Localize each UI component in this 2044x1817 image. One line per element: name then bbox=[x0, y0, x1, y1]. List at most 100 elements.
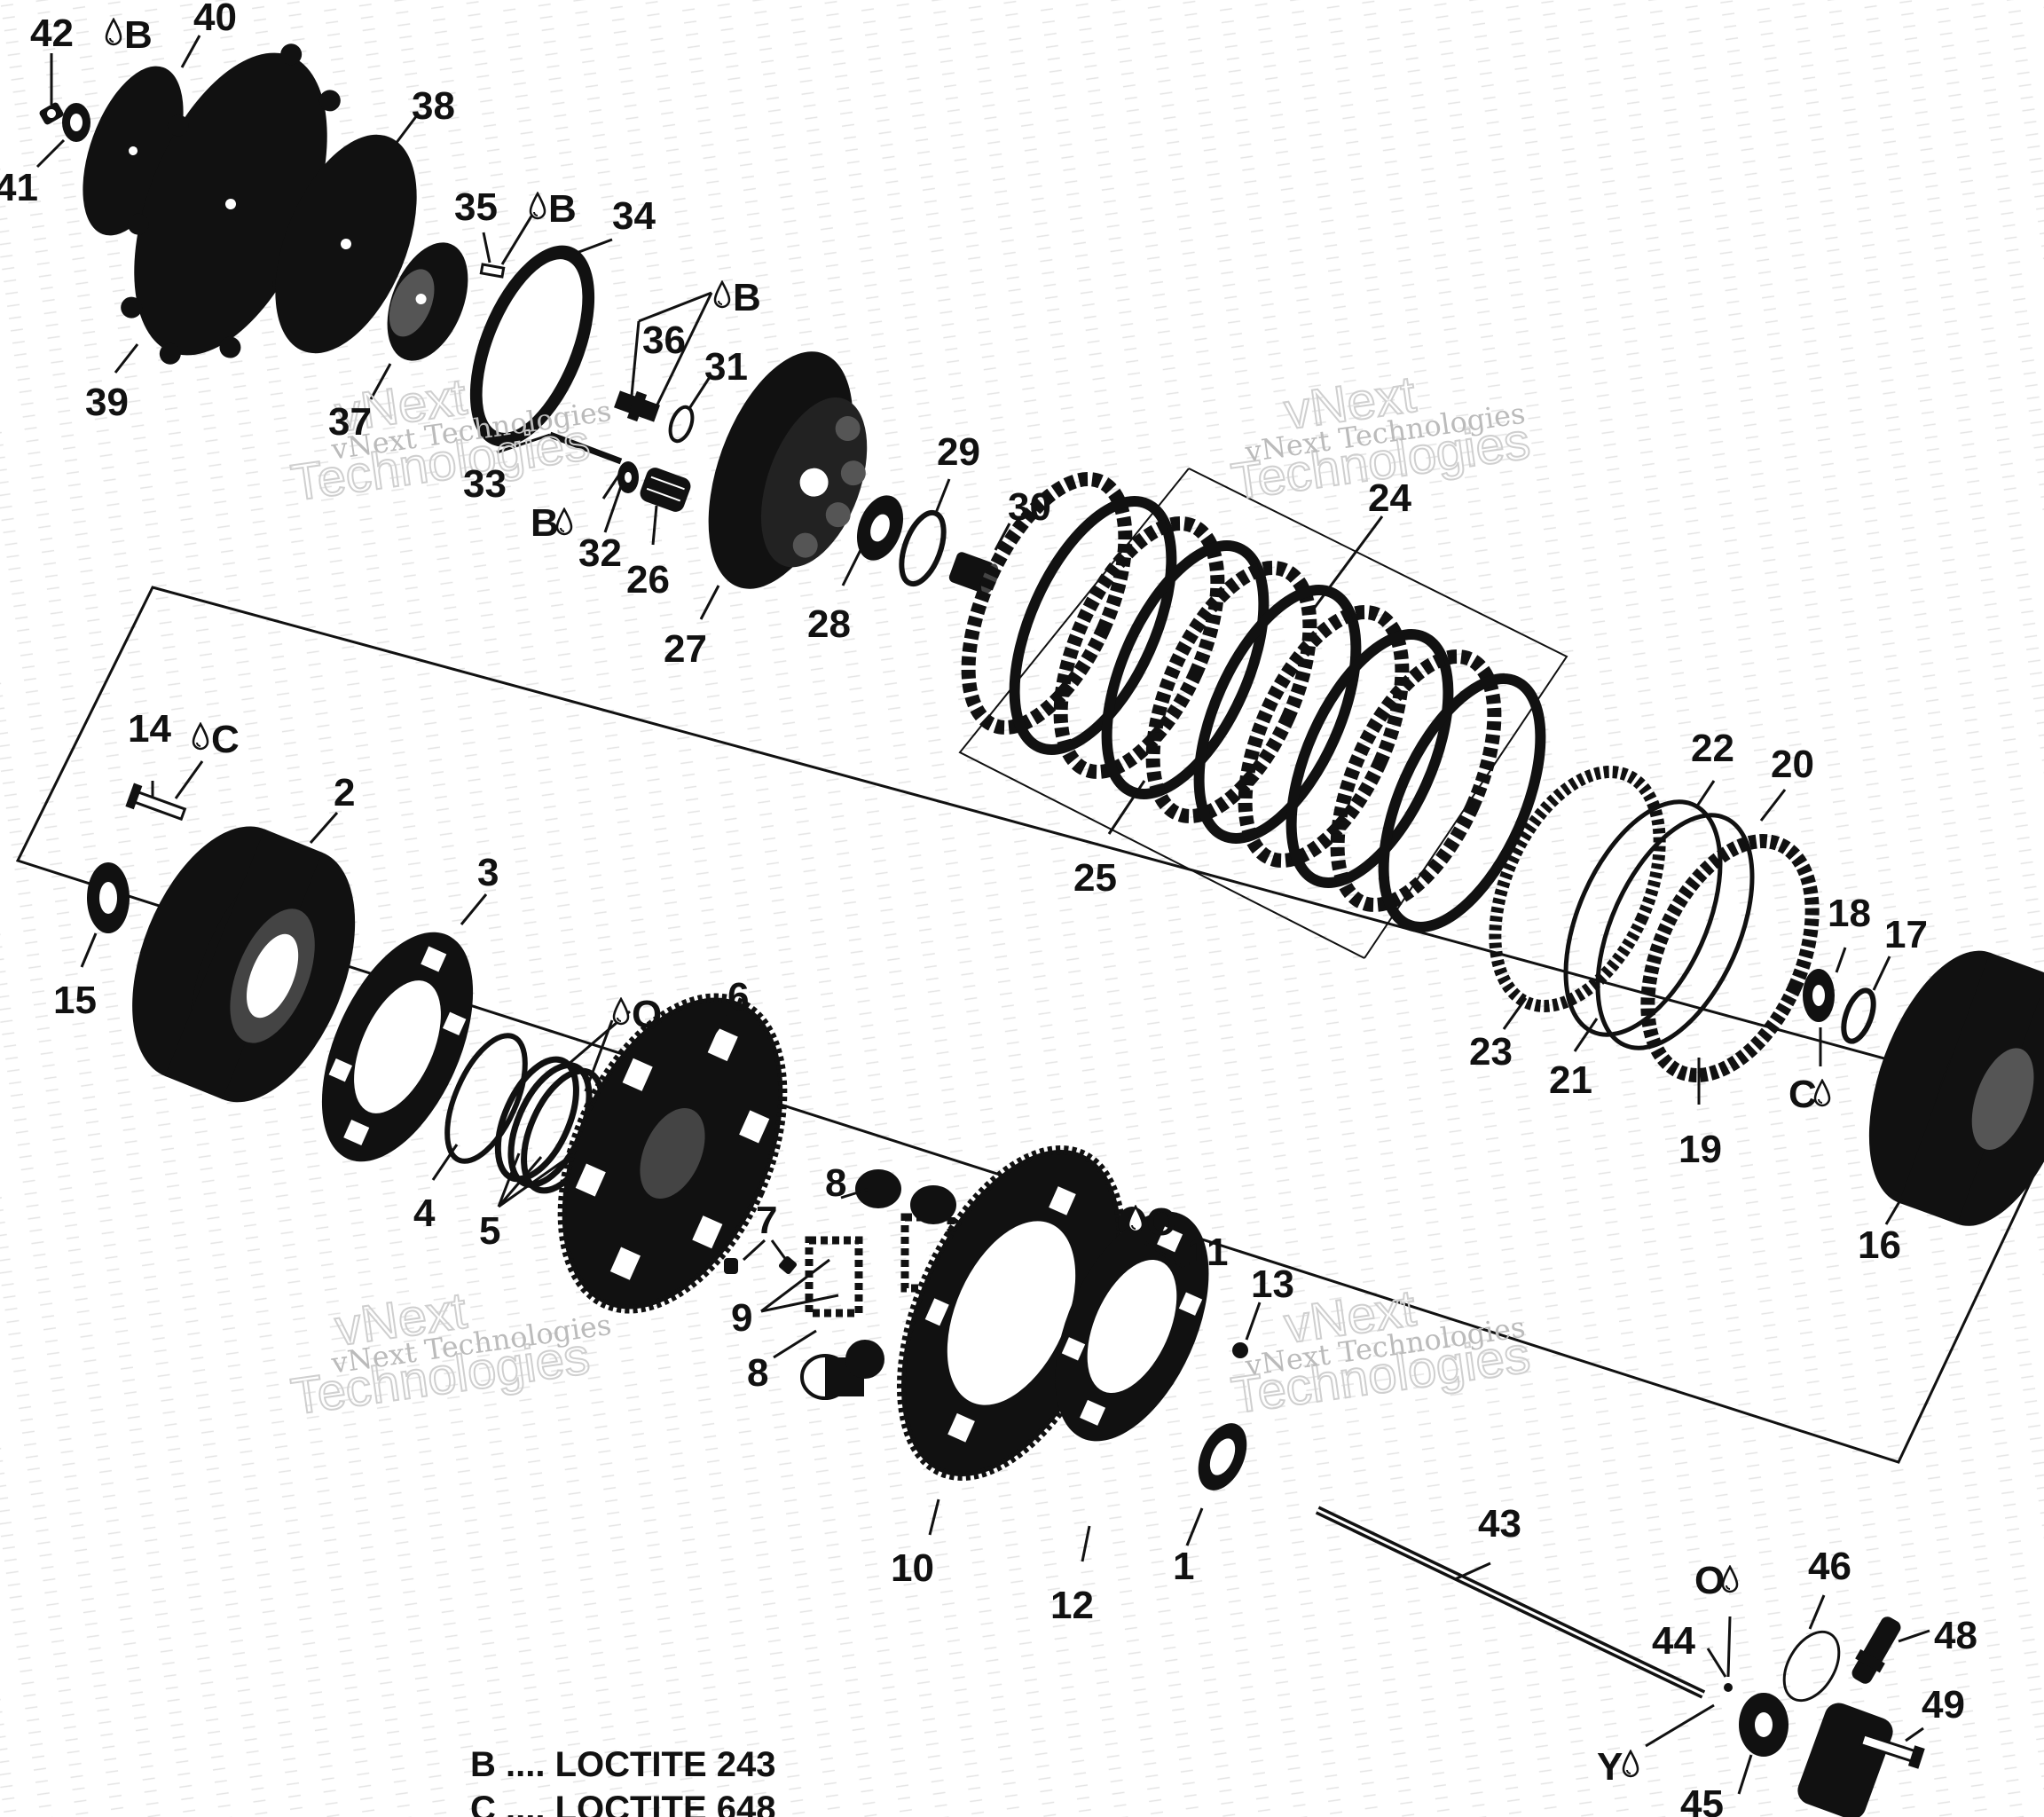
symbol-O-44: O bbox=[1694, 1559, 1739, 1602]
part-2-inner-hub bbox=[132, 826, 356, 1103]
legend: B .... LOCTITE 243 C .... LOCTITE 648 bbox=[470, 1745, 776, 1817]
symbol-C-14: C bbox=[192, 718, 240, 761]
part-48-fitting bbox=[1851, 1616, 1901, 1684]
symbol-O-11: O bbox=[1127, 1200, 1176, 1244]
part-label: 39 bbox=[85, 381, 129, 424]
part-drawings-right bbox=[1489, 766, 2044, 1226]
part-32-nut bbox=[617, 461, 639, 493]
part-38-disc bbox=[275, 134, 417, 354]
part-18-bearing bbox=[1803, 969, 1835, 1022]
svg-text:B: B bbox=[733, 276, 761, 319]
part-label: 16 bbox=[1858, 1223, 1901, 1267]
part-19-20-plate bbox=[1640, 834, 1820, 1082]
part-label: 36 bbox=[642, 319, 686, 362]
part-label: 26 bbox=[626, 558, 670, 602]
svg-text:O: O bbox=[1146, 1200, 1176, 1244]
part-label: 31 bbox=[704, 345, 748, 389]
part-label: 17 bbox=[1884, 913, 1928, 956]
plate-pack-bracket bbox=[958, 468, 1568, 959]
part-label: 19 bbox=[1678, 1128, 1722, 1171]
svg-text:B: B bbox=[124, 13, 153, 57]
symbol-Y-43: Y bbox=[1597, 1745, 1639, 1789]
part-drawings-lower bbox=[87, 783, 1925, 1817]
part-label: 40 bbox=[193, 0, 237, 39]
watermark-upper-right: vNext Technologies vNext Technologies bbox=[1227, 365, 1534, 512]
symbol-B-35: B bbox=[529, 187, 577, 231]
part-44-pin bbox=[1724, 1683, 1733, 1692]
part-label: 20 bbox=[1771, 743, 1814, 786]
part-label: 41 bbox=[0, 166, 38, 209]
clutch-plate bbox=[1330, 649, 1502, 912]
part-33-pin bbox=[548, 431, 623, 465]
svg-text:O: O bbox=[1694, 1559, 1725, 1602]
part-34-gasket bbox=[469, 245, 595, 447]
part-36-screw bbox=[614, 390, 660, 422]
symbol-B-32: B bbox=[531, 501, 573, 545]
part-31-ring bbox=[668, 405, 695, 444]
part-24-25-clutch-plates bbox=[961, 472, 1546, 932]
part-12-plate bbox=[1055, 1211, 1209, 1442]
part-label: 1 bbox=[1173, 1545, 1194, 1588]
part-label: 21 bbox=[1549, 1058, 1592, 1102]
part-label: 3 bbox=[477, 851, 499, 894]
part-label: 29 bbox=[937, 430, 980, 474]
part-label: 35 bbox=[454, 185, 498, 229]
legend-item-B: B .... LOCTITE 243 bbox=[470, 1745, 776, 1784]
part-label: 45 bbox=[1680, 1782, 1724, 1817]
part-label: 44 bbox=[1652, 1619, 1695, 1663]
part-7-pin-b bbox=[778, 1255, 798, 1275]
svg-text:C: C bbox=[1788, 1073, 1817, 1116]
symbol-B-42: B bbox=[105, 13, 153, 57]
part-label: 14 bbox=[128, 707, 171, 751]
part-label: 30 bbox=[1008, 485, 1051, 529]
part-label: 22 bbox=[1691, 727, 1734, 770]
part-label: 8 bbox=[825, 1161, 846, 1205]
svg-text:Y: Y bbox=[1597, 1745, 1623, 1789]
part-label: 43 bbox=[1478, 1502, 1521, 1546]
part-4-ring bbox=[444, 1033, 528, 1164]
adhesive-symbols: B B B B C O O C O Y bbox=[105, 13, 1831, 1789]
part-28-bearing bbox=[856, 495, 904, 561]
part-14-bolt bbox=[125, 783, 187, 822]
part-7-pin bbox=[724, 1258, 738, 1274]
part-label: 32 bbox=[578, 531, 622, 575]
part-27-hub bbox=[708, 351, 868, 589]
part-16-gear-basket bbox=[1868, 950, 2044, 1226]
clutch-plate bbox=[961, 472, 1133, 735]
part-labels: 42 40 41 39 38 37 35 34 33 36 31 32 26 2… bbox=[0, 0, 1977, 1817]
svg-text:C: C bbox=[211, 718, 240, 761]
part-label: 18 bbox=[1828, 892, 1871, 935]
part-label: 33 bbox=[463, 462, 507, 506]
part-3-plate bbox=[321, 932, 474, 1162]
symbol-B-36: B bbox=[713, 276, 761, 319]
part-label: 5 bbox=[479, 1209, 500, 1253]
part-label: 49 bbox=[1922, 1683, 1965, 1727]
clutch-plate bbox=[1238, 605, 1410, 868]
part-label: 27 bbox=[664, 627, 707, 671]
part-label: 42 bbox=[30, 12, 74, 55]
part-41-washer bbox=[62, 103, 90, 142]
part-23-plate bbox=[1489, 766, 1666, 1012]
part-label: 12 bbox=[1050, 1584, 1094, 1627]
part-label: 4 bbox=[413, 1192, 436, 1235]
part-label: 7 bbox=[756, 1199, 777, 1242]
svg-text:O: O bbox=[632, 993, 662, 1036]
part-label: 24 bbox=[1368, 476, 1411, 520]
part-label: 23 bbox=[1469, 1030, 1513, 1074]
clutch-plate bbox=[1145, 561, 1317, 823]
clutch-plate bbox=[1193, 585, 1362, 844]
assembly-group-outline bbox=[15, 586, 2044, 1464]
part-label: 10 bbox=[891, 1546, 934, 1590]
clutch-plate bbox=[1378, 673, 1546, 932]
svg-text:B: B bbox=[531, 501, 559, 545]
symbol-C-18: C bbox=[1788, 1073, 1831, 1116]
part-label: 13 bbox=[1251, 1262, 1294, 1306]
legend-item-C: C .... LOCTITE 648 bbox=[470, 1789, 776, 1817]
part-drawings-upper bbox=[39, 43, 999, 594]
part-29-ring bbox=[899, 509, 947, 587]
part-label: 11 bbox=[1187, 1231, 1229, 1274]
part-46-o-ring bbox=[1782, 1630, 1841, 1703]
part-label: 25 bbox=[1073, 856, 1117, 900]
part-13-ball bbox=[1232, 1342, 1248, 1358]
part-label: 6 bbox=[727, 975, 749, 1019]
